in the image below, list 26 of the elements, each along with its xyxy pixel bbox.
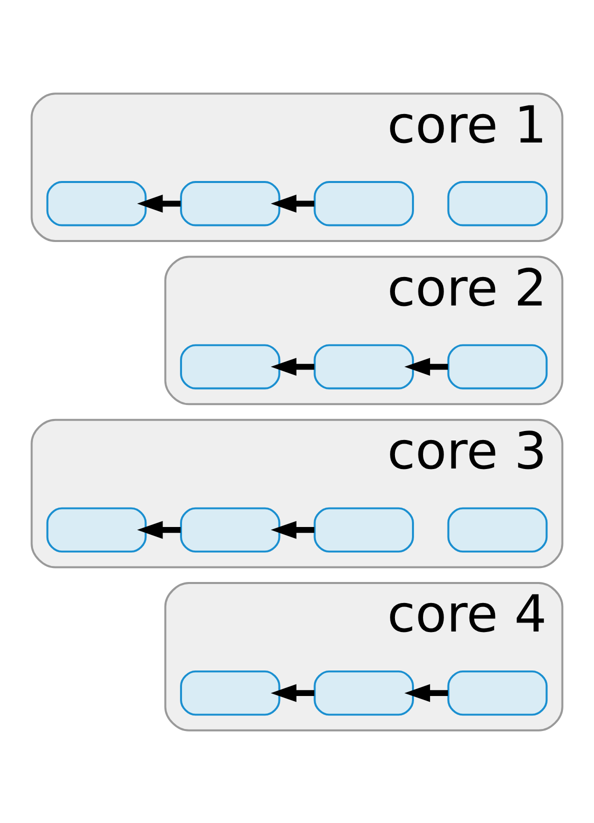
- node-box: [447, 506, 548, 552]
- node-box: [46, 180, 147, 226]
- cluster: core 4: [164, 582, 564, 731]
- arrow: [270, 194, 314, 212]
- node-box: [447, 180, 548, 226]
- arrow: [270, 684, 314, 702]
- arrow: [404, 357, 448, 376]
- cluster: core 1: [30, 92, 564, 242]
- node-box: [180, 344, 280, 389]
- node-box: [314, 180, 414, 226]
- node-box: [314, 506, 414, 552]
- node-box: [447, 344, 548, 389]
- node-box: [46, 506, 147, 552]
- node-box: [314, 670, 414, 716]
- arrow: [137, 520, 181, 538]
- arrow: [137, 194, 181, 212]
- node-box: [447, 670, 548, 716]
- arrow: [270, 357, 314, 376]
- arrow: [270, 520, 314, 538]
- cluster: core 2: [164, 255, 564, 405]
- node-box: [180, 506, 280, 552]
- node-box: [180, 670, 280, 716]
- arrow: [404, 684, 448, 702]
- node-box: [180, 180, 280, 226]
- cluster: core 3: [30, 418, 564, 568]
- node-box: [314, 344, 414, 389]
